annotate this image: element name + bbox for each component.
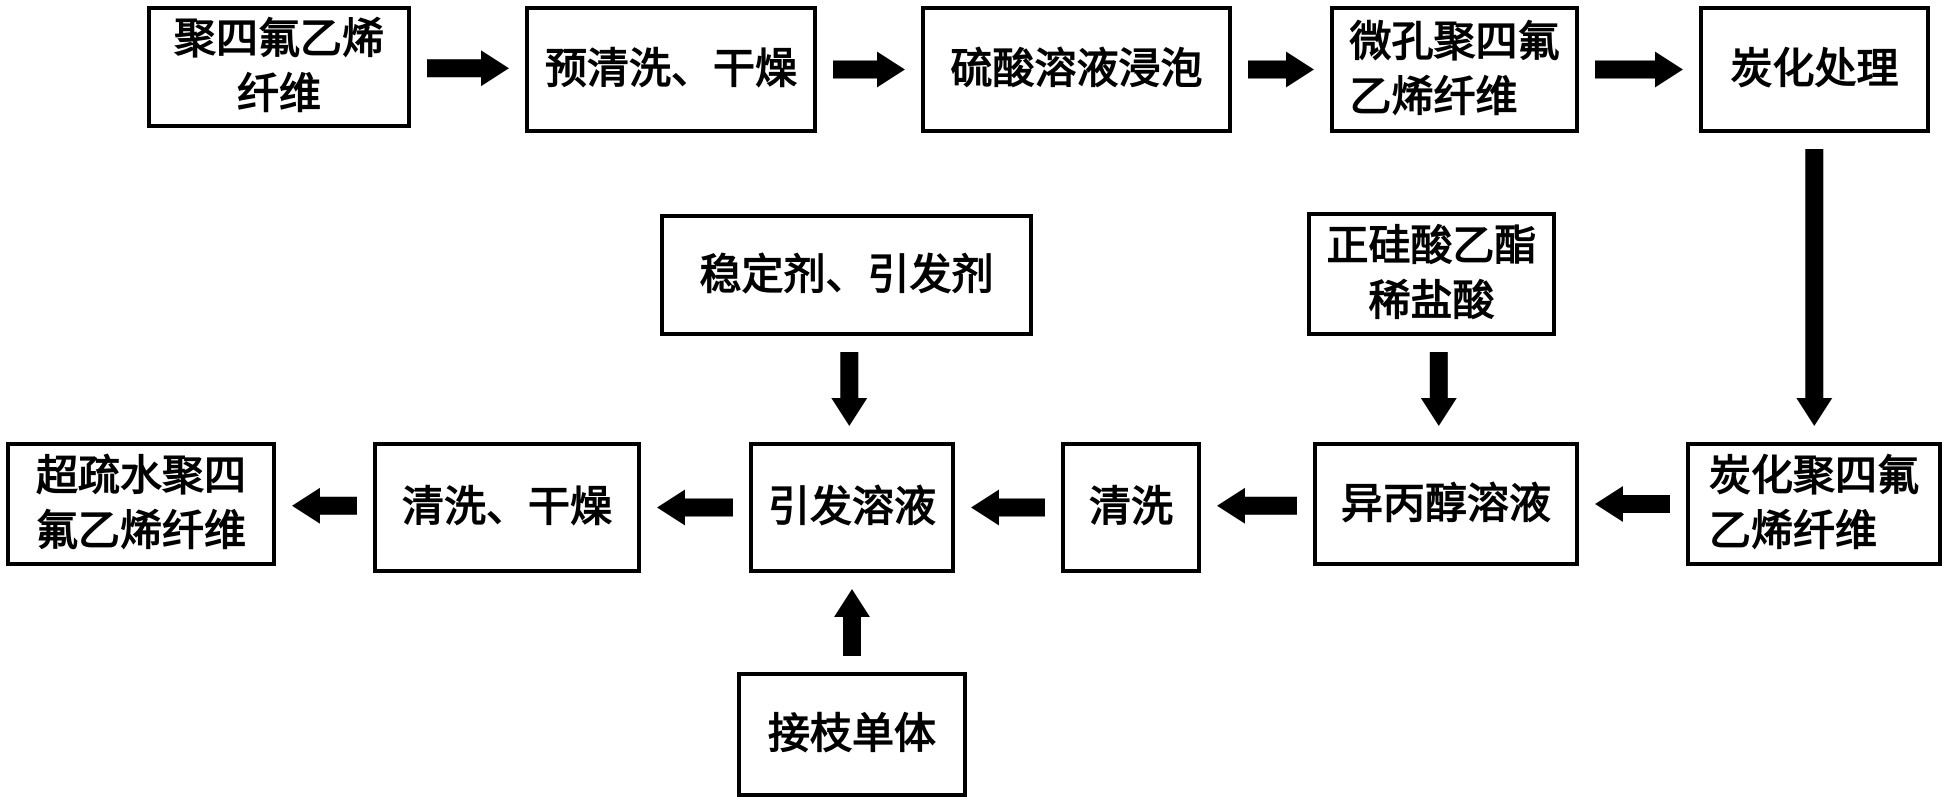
- node-label-line: 硫酸溶液浸泡: [950, 44, 1203, 94]
- node-microporous-ptfe-fiber: 微孔聚四氟 乙烯纤维: [1330, 6, 1579, 133]
- node-label-line: 聚四氟乙烯: [173, 14, 384, 64]
- flow-arrow-left: [292, 487, 357, 524]
- flow-arrow-left: [1217, 487, 1297, 524]
- node-label-line: 稳定剂、引发剂: [699, 249, 994, 299]
- flow-arrow-left: [971, 489, 1045, 526]
- node-label-line: 接枝单体: [767, 709, 936, 759]
- node-pre-clean-dry: 预清洗、干燥: [525, 6, 817, 133]
- node-clean: 清洗: [1061, 442, 1201, 573]
- node-label: 异丙醇溶液: [1341, 477, 1551, 532]
- node-label: 接枝单体: [768, 707, 936, 762]
- flow-arrow-right: [1595, 51, 1683, 88]
- node-label-line: 清洗、干燥: [401, 482, 612, 532]
- node-stabilizer-initiator: 稳定剂、引发剂: [660, 214, 1033, 336]
- flow-arrow-down: [1420, 352, 1457, 426]
- flow-arrow-right: [833, 51, 905, 88]
- flow-arrow-left: [657, 489, 733, 526]
- node-superhydrophobic-ptfe-fiber: 超疏水聚四 氟乙烯纤维: [6, 442, 276, 566]
- node-label-line: 氟乙烯纤维: [35, 506, 246, 555]
- node-label-line: 乙烯纤维: [1349, 71, 1518, 121]
- node-label-line: 炭化聚四氟: [1708, 451, 1919, 501]
- node-label: 正硅酸乙酯 稀盐酸: [1326, 219, 1536, 328]
- node-label-line: 稀盐酸: [1368, 276, 1495, 325]
- flow-arrow-left: [1595, 486, 1670, 522]
- node-label: 聚四氟乙烯 纤维: [174, 12, 384, 121]
- node-label-line: 引发溶液: [767, 482, 936, 532]
- node-carbonization: 炭化处理: [1699, 6, 1930, 133]
- node-label-line: 乙烯纤维: [1708, 506, 1877, 555]
- node-label-line: 清洗: [1088, 482, 1173, 532]
- node-clean-dry: 清洗、干燥: [373, 442, 641, 573]
- node-label: 清洗: [1089, 480, 1173, 535]
- node-label: 炭化处理: [1730, 42, 1898, 97]
- node-label-line: 纤维: [236, 69, 321, 118]
- node-isopropanol-solution: 异丙醇溶液: [1313, 442, 1579, 566]
- node-label: 硫酸溶液浸泡: [950, 42, 1202, 97]
- flow-arrow-up: [834, 589, 870, 656]
- flow-arrow-down: [831, 352, 868, 426]
- node-label: 清洗、干燥: [402, 480, 612, 535]
- node-teos-dilute-hcl: 正硅酸乙酯 稀盐酸: [1307, 212, 1556, 336]
- node-label: 预清洗、干燥: [545, 42, 797, 97]
- node-label: 超疏水聚四 氟乙烯纤维: [36, 449, 246, 558]
- node-label: 炭化聚四氟 乙烯纤维: [1709, 449, 1919, 558]
- node-label-line: 正硅酸乙酯: [1326, 221, 1537, 271]
- node-graft-monomer: 接枝单体: [737, 672, 967, 797]
- node-label-line: 炭化处理: [1730, 44, 1899, 94]
- node-sulfuric-acid-soak: 硫酸溶液浸泡: [921, 6, 1232, 133]
- node-initiator-solution: 引发溶液: [749, 442, 955, 573]
- node-label-line: 超疏水聚四: [35, 451, 246, 501]
- node-label-line: 预清洗、干燥: [544, 44, 797, 94]
- flow-arrow-down: [1796, 149, 1833, 426]
- node-carbonized-ptfe-fiber: 炭化聚四氟 乙烯纤维: [1686, 442, 1942, 566]
- node-label-line: 微孔聚四氟: [1349, 16, 1560, 66]
- flow-arrow-right: [427, 50, 509, 87]
- flow-arrow-right: [1248, 51, 1314, 88]
- node-label-line: 异丙醇溶液: [1340, 478, 1551, 528]
- node-label: 稳定剂、引发剂: [699, 248, 993, 303]
- node-label: 微孔聚四氟 乙烯纤维: [1349, 15, 1559, 124]
- node-ptfe-fiber: 聚四氟乙烯 纤维: [147, 6, 411, 128]
- node-label: 引发溶液: [768, 480, 936, 535]
